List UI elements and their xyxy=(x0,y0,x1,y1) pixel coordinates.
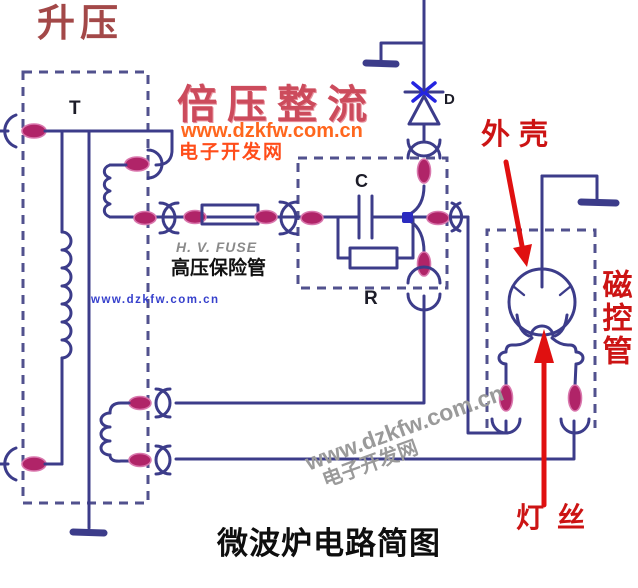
diode-symbol xyxy=(403,0,445,142)
core-ground-line xyxy=(69,129,108,537)
hv-fuse xyxy=(133,200,360,236)
resistor-symbol xyxy=(336,215,415,270)
doubler-section-label: 倍压整流 xyxy=(177,83,377,127)
watermark-orange-url: www.dzkfw.com.cn xyxy=(181,120,363,142)
shell-annotation: 外壳 xyxy=(481,117,558,151)
hv-feed-wire xyxy=(466,215,508,435)
input-terminal-top xyxy=(0,113,174,149)
transformer-label: T xyxy=(69,98,81,119)
watermark-blue-url: www.dzkfw.com.cn xyxy=(91,294,220,306)
capacitor-label: C xyxy=(355,171,368,191)
watermark-orange-site: 电子开发网 xyxy=(179,142,285,163)
magnetron-dashed-box xyxy=(485,228,597,428)
doubler-return-wire xyxy=(128,294,426,419)
magnetron-annotation: 磁控管 xyxy=(596,269,632,368)
fuse-label-zh: 高压保险管 xyxy=(171,258,267,279)
filament-annotation: 灯丝 xyxy=(516,501,599,534)
filament-winding xyxy=(99,401,172,476)
hv-secondary-winding xyxy=(102,129,174,219)
filament-arrow xyxy=(534,329,554,508)
magnetron-shell-ground xyxy=(540,174,620,207)
diode-label: D xyxy=(444,91,455,108)
transformer-primary-coil xyxy=(60,129,73,466)
capacitor-symbol xyxy=(357,194,406,240)
filament-supply-wire xyxy=(174,424,576,461)
diode-ground xyxy=(362,41,426,68)
resistor-label: R xyxy=(364,288,378,309)
shell-arrow xyxy=(503,159,532,267)
fuse-label-en: H. V. FUSE xyxy=(176,239,258,255)
doubler-dashed-box xyxy=(296,156,449,290)
boost-section-label: 升压 xyxy=(37,3,124,45)
transformer-dashed-box xyxy=(21,70,150,505)
diagram-title: 微波炉电路简图 xyxy=(217,526,441,561)
magnetron-symbol xyxy=(490,174,591,435)
input-terminal-bottom xyxy=(0,446,64,482)
